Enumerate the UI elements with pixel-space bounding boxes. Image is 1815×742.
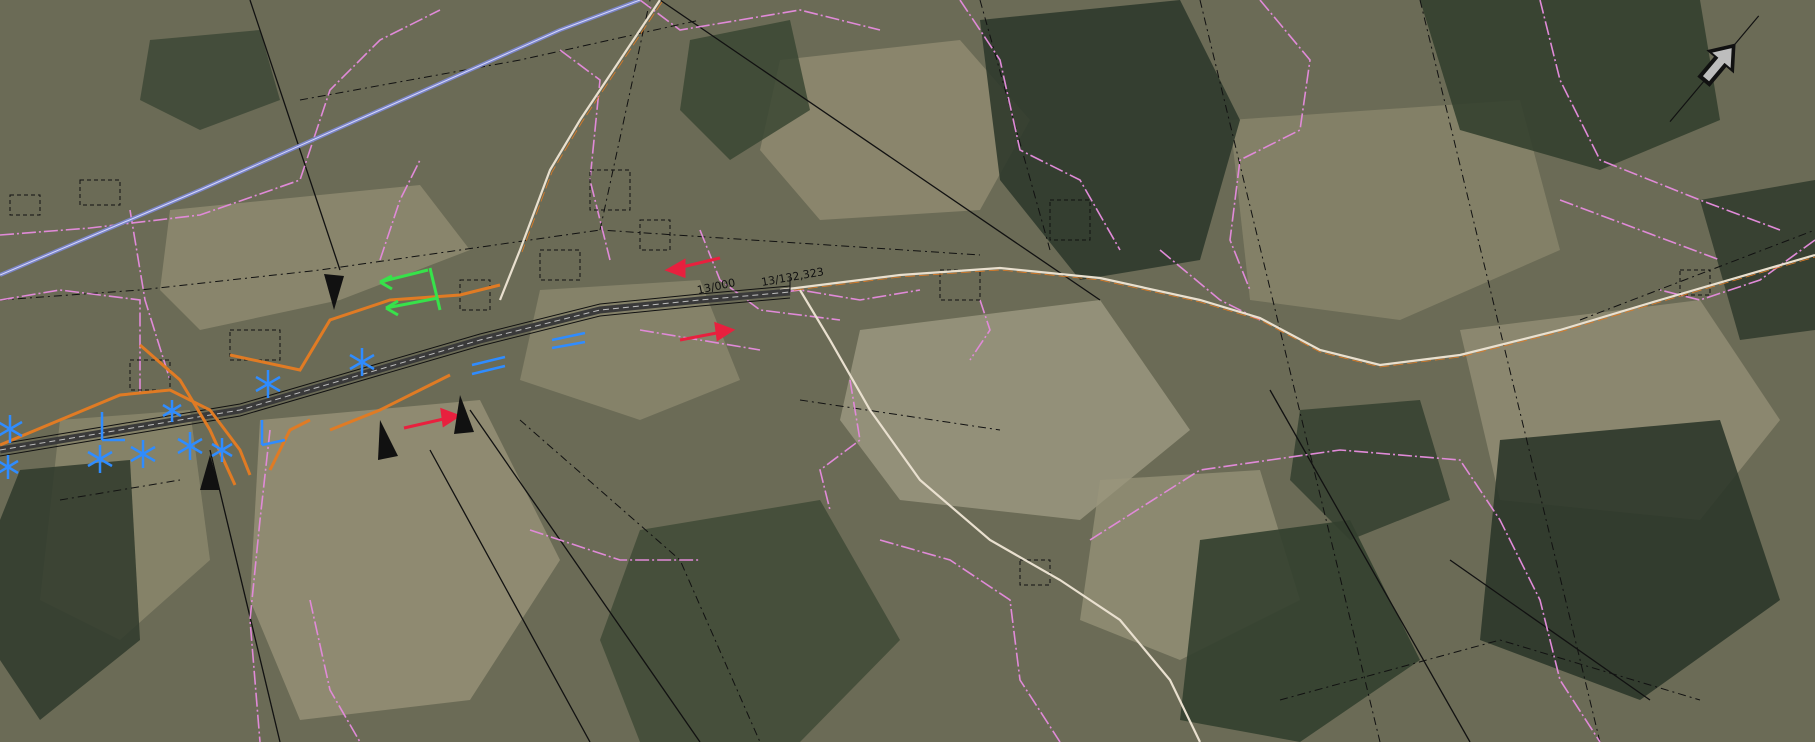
railway: [0, 0, 641, 277]
green-arrows: [379, 267, 442, 317]
north-arrow-icon: [1669, 15, 1760, 123]
red-arrows: [403, 256, 736, 430]
road-network: [498, 0, 1815, 742]
callout-arrows: [200, 274, 474, 490]
design-roadway: [0, 285, 791, 457]
blue-markers: [0, 331, 586, 479]
road-network-edge: [521, 1, 1815, 368]
building-outlines: [9, 169, 1711, 586]
blue-asterisks: [0, 348, 375, 479]
survey-lines: [209, 0, 1651, 742]
